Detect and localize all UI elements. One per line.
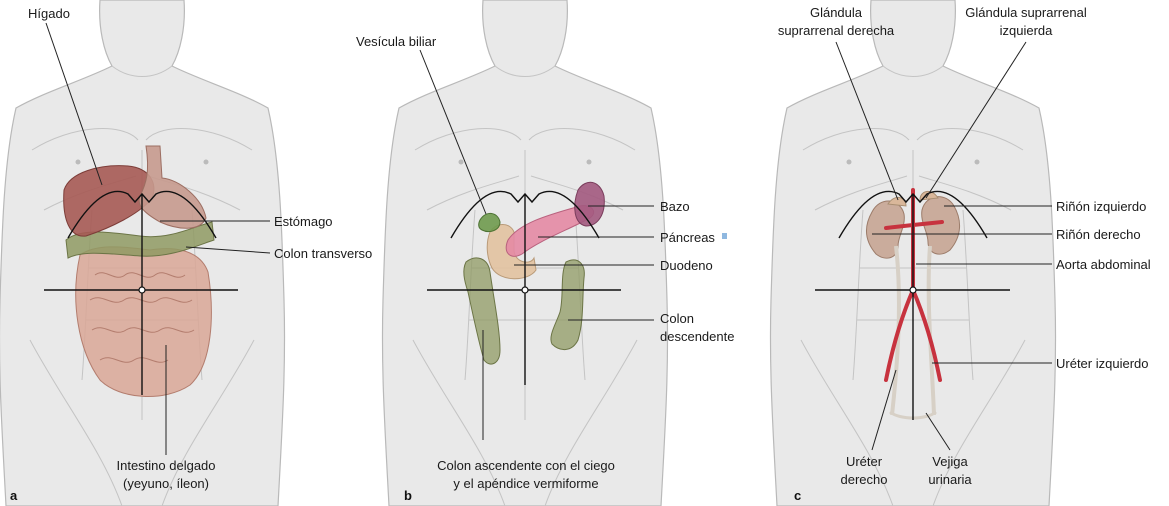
label-small-intestine-2: (yeyuno, íleon) (123, 476, 209, 491)
label-right-adrenal-2: suprarrenal derecha (778, 23, 895, 38)
panel-a: Hígado Estómago Colon transverso Intesti… (0, 0, 372, 506)
label-stomach: Estómago (274, 214, 333, 229)
label-liver: Hígado (28, 6, 70, 21)
label-descending-colon-1: Colon (660, 311, 694, 326)
label-duodenum: Duodeno (660, 258, 713, 273)
panel-letter-b: b (404, 488, 412, 503)
small-intestine (76, 247, 212, 397)
label-right-ureter-2: derecho (841, 472, 888, 487)
panel-letter-c: c (794, 488, 801, 503)
label-abdominal-aorta: Aorta abdominal (1056, 257, 1151, 272)
panel-letter-a: a (10, 488, 18, 503)
edit-marker (722, 233, 727, 239)
label-gallbladder: Vesícula biliar (356, 34, 437, 49)
label-ascending-colon-1: Colon ascendente con el ciego (437, 458, 615, 473)
label-small-intestine-1: Intestino delgado (116, 458, 215, 473)
label-right-adrenal-1: Glándula (810, 5, 863, 20)
label-right-ureter-1: Uréter (846, 454, 883, 469)
label-left-kidney: Riñón izquierdo (1056, 199, 1146, 214)
label-bladder-2: urinaria (928, 472, 972, 487)
label-left-adrenal-2: izquierda (1000, 23, 1054, 38)
label-ascending-colon-2: y el apéndice vermiforme (453, 476, 598, 491)
label-transverse-colon: Colon transverso (274, 246, 372, 261)
label-bladder-1: Vejiga (932, 454, 968, 469)
label-left-ureter: Uréter izquierdo (1056, 356, 1149, 371)
label-spleen: Bazo (660, 199, 690, 214)
label-descending-colon-2: descendente (660, 329, 734, 344)
panel-b: Vesícula biliar Bazo Páncreas Duodeno Co… (356, 0, 734, 506)
label-left-adrenal-1: Glándula suprarrenal (965, 5, 1087, 20)
label-right-kidney: Riñón derecho (1056, 227, 1141, 242)
label-pancreas: Páncreas (660, 230, 715, 245)
panel-c: Glándula suprarrenal derecha Glándula su… (770, 0, 1150, 506)
